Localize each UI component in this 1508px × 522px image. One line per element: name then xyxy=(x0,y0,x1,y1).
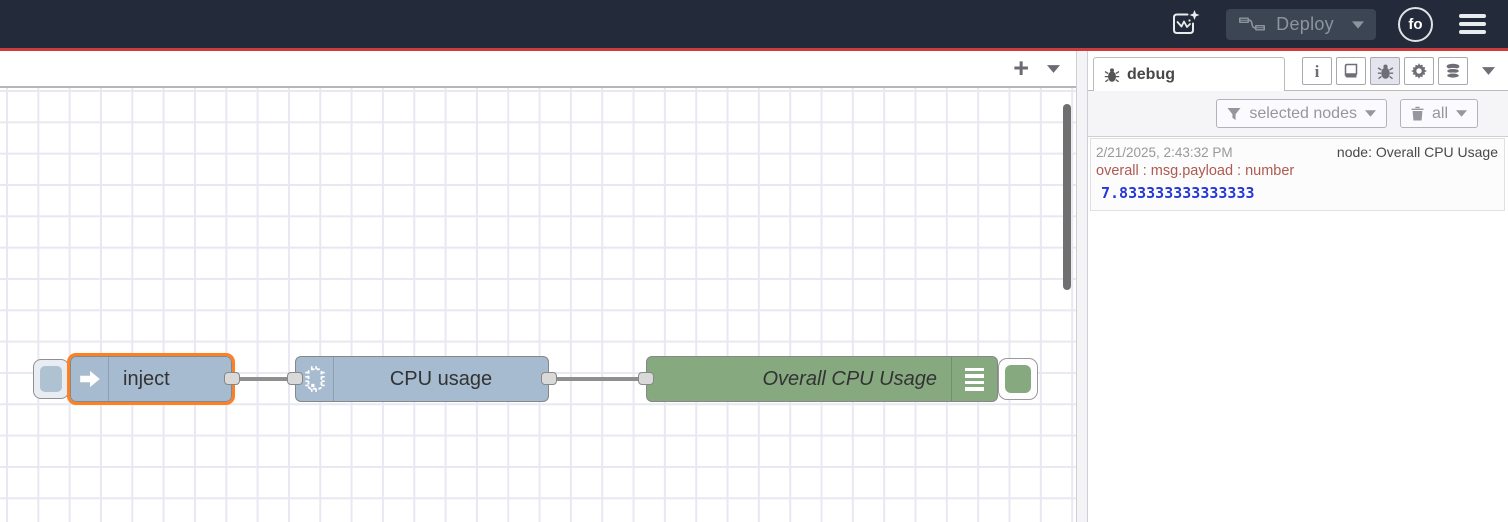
debug-input-port[interactable] xyxy=(638,372,654,385)
filter-funnel-icon xyxy=(1227,107,1241,120)
node-label: inject xyxy=(123,367,170,390)
deploy-button[interactable]: Deploy xyxy=(1226,8,1376,40)
node-overall-cpu-usage[interactable]: Overall CPU Usage xyxy=(646,356,998,402)
message-source-node[interactable]: node: Overall CPU Usage xyxy=(1336,144,1498,160)
debug-message-list[interactable]: 2/21/2025, 2:43:32 PM node: Overall CPU … xyxy=(1088,137,1508,522)
mini-flow-icon xyxy=(1239,17,1266,31)
message-value[interactable]: 7.833333333333333 xyxy=(1101,184,1255,202)
debug-clear-button[interactable]: all xyxy=(1399,99,1478,128)
debug-toolbar: selected nodes all xyxy=(1088,91,1508,137)
flow-list-chevron-icon[interactable] xyxy=(1047,64,1060,73)
bug-icon xyxy=(1104,67,1120,82)
add-flow-button[interactable]: + xyxy=(1013,53,1029,83)
flow-canvas[interactable]: inject CPU usage xyxy=(0,88,1076,522)
sidebar-tab-buttons: i xyxy=(1302,57,1468,85)
debug-filter-button[interactable]: selected nodes xyxy=(1216,99,1387,128)
debug-list-icon xyxy=(965,367,984,391)
inject-trigger-button[interactable] xyxy=(33,359,69,399)
gear-icon xyxy=(1411,63,1427,79)
main-area: + xyxy=(0,51,1508,522)
workspace-pane: + xyxy=(0,51,1076,522)
avatar-initials: fo xyxy=(1408,15,1423,33)
inject-output-port[interactable] xyxy=(224,372,240,385)
node-label: CPU usage xyxy=(389,367,493,390)
tab-debug[interactable]: debug xyxy=(1093,57,1285,91)
debug-enable-toggle[interactable] xyxy=(998,358,1038,400)
book-icon xyxy=(1344,63,1358,78)
message-property[interactable]: overall : msg.payload : number xyxy=(1096,163,1295,179)
node-label: Overall CPU Usage xyxy=(762,367,937,390)
config-tab-button[interactable] xyxy=(1404,57,1434,85)
context-data-tab-button[interactable] xyxy=(1438,57,1468,85)
header-accent-line xyxy=(0,48,1508,51)
debug-filter-label: selected nodes xyxy=(1249,104,1357,122)
sidebar-splitter[interactable] xyxy=(1076,51,1088,522)
bug-icon xyxy=(1377,63,1393,79)
node-inject[interactable]: inject xyxy=(67,353,235,405)
debug-clear-label: all xyxy=(1431,104,1448,122)
hamburger-icon xyxy=(1459,14,1486,18)
cpu-chip-icon xyxy=(304,366,325,392)
flow-sparkle-icon xyxy=(1173,10,1200,34)
debug-message[interactable]: 2/21/2025, 2:43:32 PM node: Overall CPU … xyxy=(1090,138,1505,211)
wire-inject-to-cpu[interactable] xyxy=(236,377,298,381)
header-bar: Deploy fo xyxy=(0,0,1508,48)
info-icon: i xyxy=(1314,61,1320,81)
sidebar-options-chevron-icon[interactable] xyxy=(1482,63,1495,78)
message-timestamp: 2/21/2025, 2:43:32 PM xyxy=(1096,145,1233,160)
chevron-down-icon xyxy=(1456,110,1467,117)
inject-arrow-icon xyxy=(79,370,100,388)
database-icon xyxy=(1446,63,1460,79)
info-tab-button[interactable]: i xyxy=(1302,57,1332,85)
main-menu-button[interactable] xyxy=(1455,10,1490,38)
canvas-vertical-scrollbar[interactable] xyxy=(1063,104,1071,290)
flow-tab-bar: + xyxy=(0,51,1076,88)
deploy-label: Deploy xyxy=(1276,13,1334,34)
node-cpu-usage[interactable]: CPU usage xyxy=(295,356,549,402)
debug-sidebar: debug i xyxy=(1088,51,1508,522)
wire-cpu-to-debug[interactable] xyxy=(553,377,648,381)
chevron-down-icon xyxy=(1364,110,1376,117)
flow-assistant-button[interactable] xyxy=(1164,4,1204,44)
deploy-options-chevron-icon[interactable] xyxy=(1352,17,1364,32)
tab-debug-label: debug xyxy=(1127,65,1175,83)
debug-tab-button[interactable] xyxy=(1370,57,1400,85)
cpu-output-port[interactable] xyxy=(541,372,557,385)
user-avatar[interactable]: fo xyxy=(1398,6,1433,42)
help-tab-button[interactable] xyxy=(1336,57,1366,85)
cpu-input-port[interactable] xyxy=(287,372,303,385)
sidebar-tab-bar: debug i xyxy=(1088,51,1508,91)
trash-icon xyxy=(1411,106,1424,121)
